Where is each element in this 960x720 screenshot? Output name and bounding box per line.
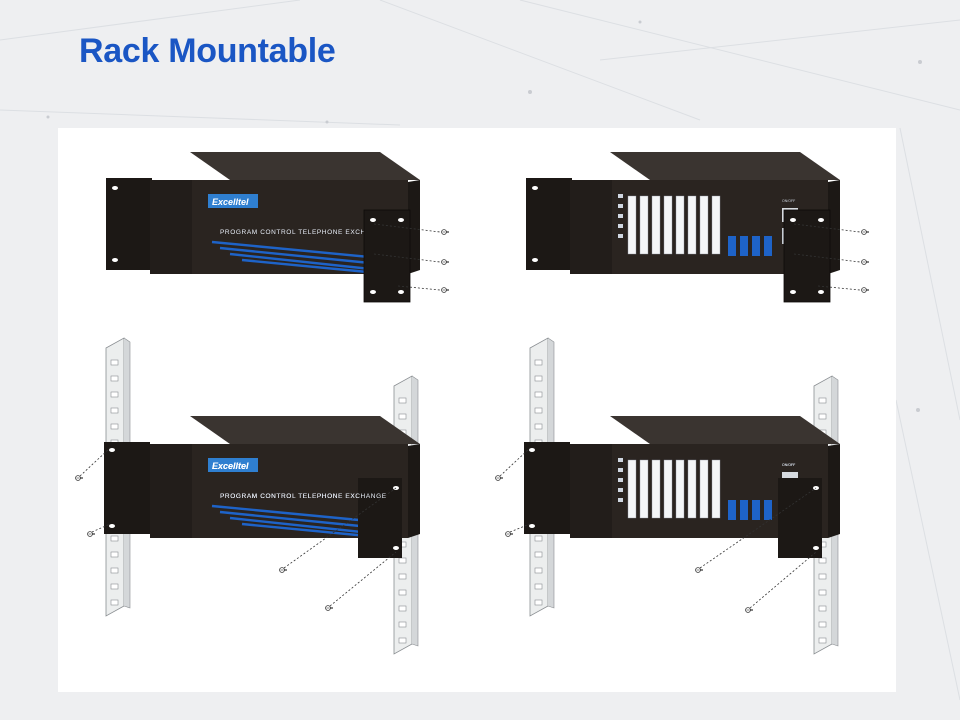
brand-logo: Excelltel <box>212 461 249 471</box>
diagram-panel: Excelltel PROGRAM CONTROL TELEPHONE EXCH… <box>58 128 896 692</box>
diagram-top-left <box>106 150 450 303</box>
diagram-bottom-left <box>74 337 422 655</box>
switch-label: ON/OFF <box>782 463 795 467</box>
diagram-top-right <box>526 151 870 303</box>
rack-mount-diagram: Excelltel PROGRAM CONTROL TELEPHONE EXCH… <box>74 150 870 655</box>
product-label: PROGRAM CONTROL TELEPHONE EXCHANGE <box>220 493 387 500</box>
diagram-bottom-right <box>495 337 841 655</box>
page-title: Rack Mountable <box>79 32 336 70</box>
